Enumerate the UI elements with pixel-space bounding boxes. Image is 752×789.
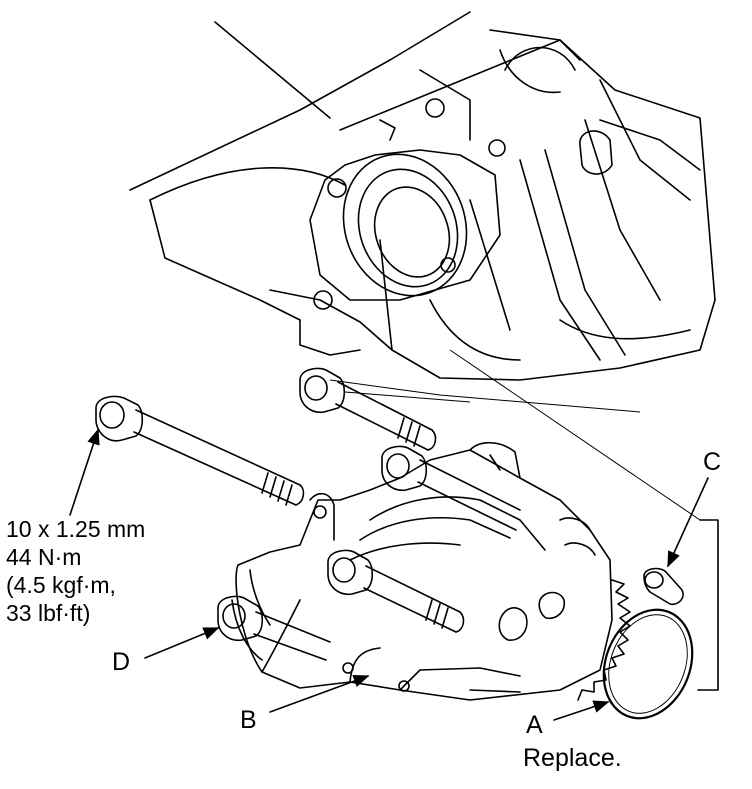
torque-spec-kgfm: (4.5 kgf·m, — [6, 572, 116, 598]
bolt-upper-center — [299, 367, 437, 451]
long-bolt-left — [95, 395, 305, 506]
callout-d: D — [112, 648, 130, 676]
replace-note: Replace. — [523, 744, 622, 772]
torque-spec-lbfft: 33 lbf·ft) — [6, 600, 90, 626]
callout-b: B — [240, 706, 257, 734]
arrow-b — [269, 674, 370, 713]
callout-a: A — [526, 711, 543, 739]
torque-spec-size: 10 x 1.25 mm — [6, 516, 145, 542]
arrow-a — [553, 700, 610, 721]
engine-block — [129, 11, 719, 691]
arrow-c — [667, 477, 709, 568]
pump-housing — [231, 441, 613, 701]
o-ring — [602, 608, 694, 720]
leader-lines — [69, 428, 709, 721]
arrow-torque-to-bolt — [69, 428, 100, 516]
arrow-d — [144, 627, 220, 659]
drive-gear — [577, 579, 631, 701]
dowel-pin — [643, 567, 684, 606]
bolt-lower-center — [327, 549, 465, 633]
bolt-d — [217, 595, 331, 661]
callout-c: C — [703, 448, 721, 476]
torque-spec-nm: 44 N·m — [6, 544, 81, 570]
